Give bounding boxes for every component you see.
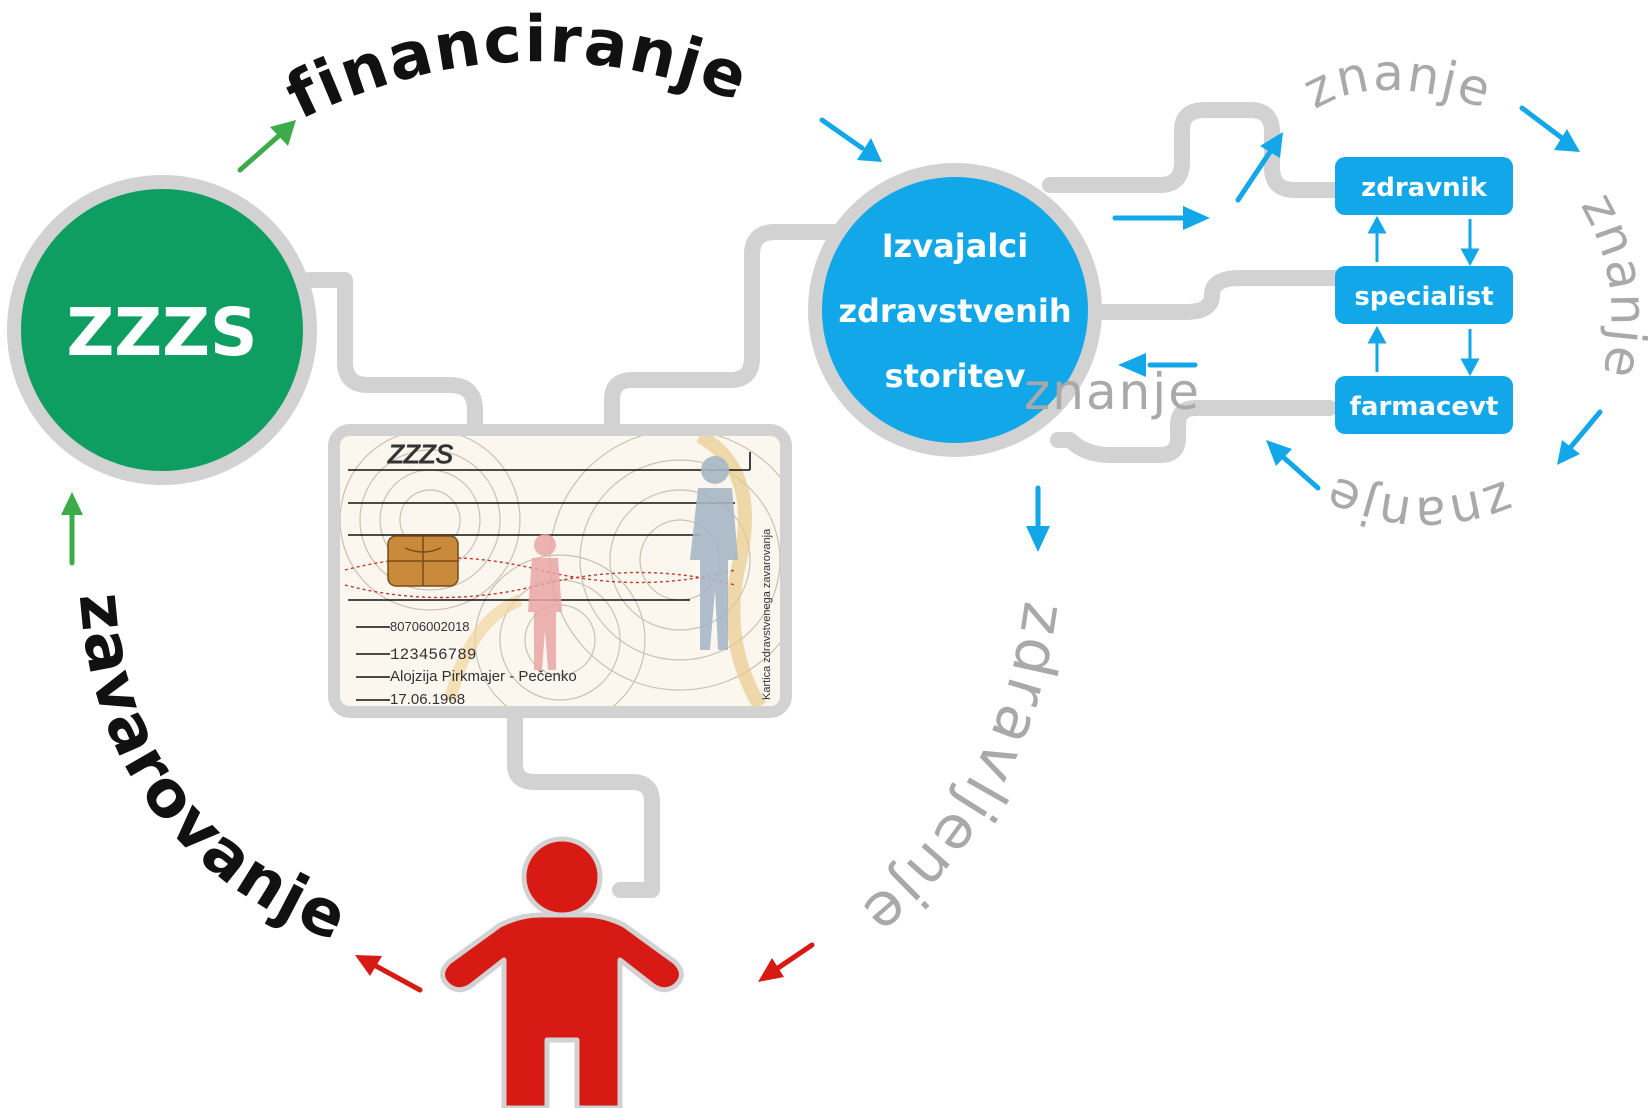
zzzs-circle (7, 175, 317, 485)
arrow-blue-down-icon (1026, 485, 1050, 552)
doctor-label: zdravnik (1361, 173, 1487, 203)
card-figures-pink (528, 534, 562, 670)
flow-arrows (61, 105, 1603, 993)
label-knowledge-bottom: znanje (1316, 464, 1521, 543)
role-doctor: zdravnik (1335, 157, 1513, 215)
card-chip (387, 535, 459, 587)
zzzs-label: ZZZS (66, 294, 257, 371)
card-figures (690, 456, 738, 650)
person-icon (440, 836, 684, 1108)
arrow-blue-down-right-icon (819, 117, 882, 162)
specialist-box (1335, 266, 1513, 324)
providers-circle (808, 163, 1102, 457)
arrow-down-icon (1460, 358, 1480, 377)
connectors (302, 102, 1343, 898)
connector-card-person (507, 706, 660, 898)
arrow-green-up-right-icon (237, 120, 296, 173)
specialist-label: specialist (1354, 282, 1493, 312)
card-logo: ZZZS (387, 439, 454, 469)
card-birth-date: 17.06.1968 (390, 691, 465, 708)
arrow-red-down-left-icon (758, 942, 815, 982)
arrow-blue-left-icon (1118, 353, 1198, 377)
connector-providers-pharmacist (1050, 400, 1338, 463)
pharmacist-box (1335, 376, 1513, 434)
connector-zzzs-card (302, 272, 483, 436)
arrow-blue-up-left-icon (1266, 440, 1321, 491)
arrow-blue-right-icon (1112, 206, 1210, 230)
role-pharmacist: farmacevt (1335, 376, 1513, 434)
pharmacist-label: farmacevt (1350, 392, 1499, 422)
card-number: 80706002018 (390, 619, 470, 634)
label-healing: zdravljenje (848, 598, 1080, 951)
arrow-blue-down-right-icon (1519, 105, 1580, 152)
arrow-red-up-left-icon (355, 955, 423, 993)
connector-providers-doctor (1042, 102, 1343, 198)
arrow-down-icon (1460, 248, 1480, 267)
providers-node: Izvajalci zdravstvenih storitev (808, 163, 1102, 457)
role-arrows (1367, 215, 1480, 377)
doctor-box (1335, 157, 1513, 215)
label-insurance: zavarovanje (64, 589, 359, 956)
arrow-green-up-icon (61, 492, 83, 566)
card-insured-id: 123456789 (390, 646, 476, 664)
label-financing: financiranje (275, 3, 758, 134)
connector-providers-specialist (1084, 270, 1343, 320)
providers-label-line-1: Izvajalci (882, 227, 1028, 265)
card-side-text: Kartica zdravstvenega zavarovanja (761, 528, 773, 700)
arrow-blue-down-left-icon (1557, 409, 1603, 465)
card-holder: Alojzija Pirkmajer - Pečenko (390, 668, 577, 685)
label-knowledge-right: znanje (1570, 184, 1648, 386)
label-knowledge-left: znanje (1024, 363, 1201, 421)
arrow-up-icon (1367, 215, 1387, 234)
zzzs-node: ZZZS (7, 175, 317, 485)
insurance-card: ZZZS 80706002018 123456789 Alojzija Pirk… (328, 424, 792, 718)
label-knowledge-top: znanje (1294, 44, 1499, 120)
role-specialist: specialist (1335, 266, 1513, 324)
providers-label-line-3: storitev (885, 357, 1026, 395)
arrow-blue-up-right-icon (1235, 132, 1283, 203)
connector-card-providers (604, 224, 848, 436)
providers-label-line-2: zdravstvenih (838, 292, 1071, 330)
arrow-up-icon (1367, 325, 1387, 344)
